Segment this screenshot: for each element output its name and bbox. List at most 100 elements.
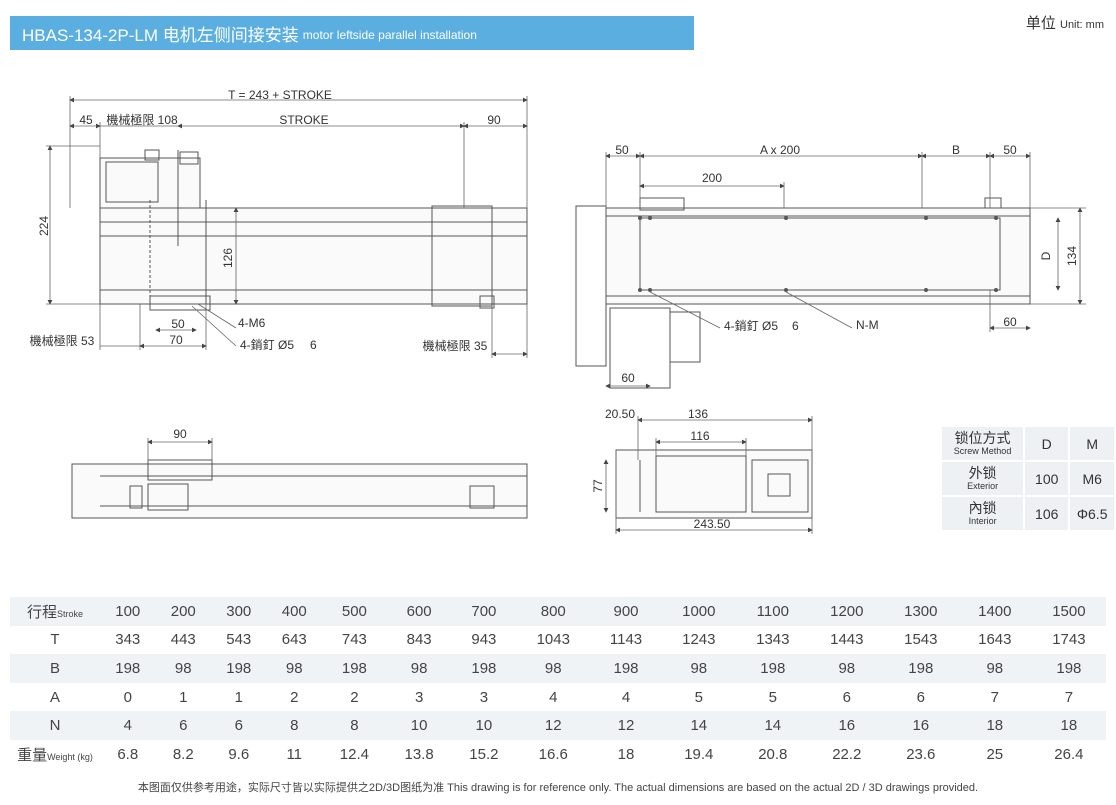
limit-top: 機械極限 108 bbox=[106, 112, 178, 127]
spec-cell: 8 bbox=[322, 711, 387, 740]
spec-cell: 700 bbox=[451, 597, 517, 626]
spec-cell: 98 bbox=[386, 654, 452, 683]
spec-cell: 443 bbox=[170, 631, 196, 649]
lock-method-interior: 內锁 Interior bbox=[942, 497, 1024, 530]
dim-right-offset: 90 bbox=[487, 113, 501, 127]
spec-cell: 343 bbox=[115, 631, 141, 649]
spec-cell: 943 bbox=[471, 631, 497, 649]
spec-cell: 6 bbox=[842, 688, 851, 706]
spec-row-label: N bbox=[10, 711, 100, 740]
limit-right: 機械極限 35 bbox=[423, 338, 488, 353]
lock-method-exterior: 外锁 Exterior bbox=[942, 462, 1024, 495]
spec-cell: 18 bbox=[617, 745, 635, 763]
spec-cell: 198 bbox=[100, 654, 156, 683]
spec-cell: 0 bbox=[123, 688, 132, 706]
dim-d: D bbox=[1039, 251, 1053, 260]
title-banner: HBAS-134-2P-LM 电机左侧间接安装 motor leftside p… bbox=[10, 16, 694, 50]
dim-200: 200 bbox=[702, 171, 722, 185]
spec-cell: 26.4 bbox=[1054, 745, 1084, 763]
unit-label: 单位 Unit: mm bbox=[1026, 12, 1104, 33]
spec-cell: 4 bbox=[621, 688, 631, 706]
spec-cell: 1143 bbox=[609, 631, 643, 649]
spec-cell: 1443 bbox=[830, 631, 864, 649]
unit-en: Unit: mm bbox=[1060, 19, 1104, 31]
end-view bbox=[615, 449, 813, 519]
spec-cell: 11 bbox=[286, 745, 303, 763]
spec-cell: 7 bbox=[1064, 688, 1074, 706]
spec-cell: 5 bbox=[694, 688, 703, 706]
dim-60-right: 60 bbox=[1003, 315, 1017, 329]
top-view bbox=[575, 197, 1031, 389]
dim-116: 116 bbox=[690, 429, 709, 443]
spec-label-main: T bbox=[50, 631, 60, 649]
spec-label-main: 重量 bbox=[17, 746, 48, 764]
spec-cell: 16 bbox=[809, 711, 884, 740]
pin-top: 4-銷釘 Ø5 bbox=[724, 318, 778, 333]
title-main: HBAS-134-2P-LM 电机左侧间接安装 bbox=[22, 25, 299, 45]
spec-cell: 500 bbox=[322, 597, 387, 626]
spec-cell: 7 bbox=[990, 688, 999, 706]
title-sub: motor leftside parallel installation bbox=[302, 28, 477, 42]
spec-cell: 22.2 bbox=[832, 745, 862, 763]
spec-cell: 1400 bbox=[957, 597, 1032, 626]
lock-exterior-en: Exterior bbox=[967, 481, 999, 491]
spec-cell: 800 bbox=[516, 597, 591, 626]
dim-2050: 20.50 bbox=[605, 407, 635, 421]
front-view bbox=[71, 459, 528, 519]
spec-label-sub: Stroke bbox=[57, 608, 84, 619]
spec-cell: 3 bbox=[479, 688, 489, 706]
spec-cell: 10 bbox=[386, 711, 452, 740]
lock-row-exterior: 外锁 Exterior 100 M6 bbox=[942, 462, 1114, 495]
nm-label: N-M bbox=[856, 318, 879, 332]
lock-header-row: 锁位方式 Screw Method D M bbox=[942, 427, 1114, 460]
lock-exterior-d: 100 bbox=[1025, 462, 1069, 495]
spec-cell: 18 bbox=[1031, 711, 1106, 740]
spec-label-main: A bbox=[49, 688, 60, 706]
lock-header-cn: 锁位方式 bbox=[954, 430, 1011, 446]
dim-77: 77 bbox=[591, 479, 605, 493]
spec-label-main: 行程 bbox=[26, 603, 57, 621]
spec-label-sub: Weight (kg) bbox=[47, 751, 93, 762]
spec-cell: 16.6 bbox=[538, 745, 568, 763]
lock-interior-en: Interior bbox=[968, 516, 997, 526]
spec-cell: 23.6 bbox=[906, 745, 936, 763]
hole-m6: 4-M6 bbox=[238, 316, 266, 330]
spec-cell: 8.2 bbox=[172, 745, 194, 763]
spec-cell: 2 bbox=[350, 688, 359, 706]
spec-cell: 1643 bbox=[978, 631, 1012, 649]
lock-header-d: D bbox=[1025, 427, 1069, 460]
spec-cell: 300 bbox=[211, 597, 267, 626]
dim-height: 224 bbox=[37, 216, 51, 236]
spec-label-main: B bbox=[49, 659, 60, 677]
spec-cell: 100 bbox=[100, 597, 156, 626]
dim-136: 136 bbox=[688, 407, 708, 421]
spec-cell: 18 bbox=[957, 711, 1032, 740]
spec-cell: 1743 bbox=[1052, 631, 1086, 649]
side-view bbox=[99, 149, 528, 311]
dim-90-front: 90 bbox=[173, 427, 187, 441]
lock-header-method: 锁位方式 Screw Method bbox=[942, 427, 1024, 460]
lock-interior-d: 106 bbox=[1025, 497, 1069, 530]
spec-cell: 743 bbox=[341, 631, 367, 649]
dim-50-side: 50 bbox=[171, 317, 185, 331]
spec-cell: 6 bbox=[155, 711, 211, 740]
spec-cell: 400 bbox=[266, 597, 322, 626]
spec-cell: 643 bbox=[281, 631, 307, 649]
dim-134: 134 bbox=[1065, 246, 1079, 266]
pin-side: 4-銷釘 Ø5 bbox=[240, 337, 294, 352]
spec-cell: 98 bbox=[155, 654, 211, 683]
dim-total-length: T = 243 + STROKE bbox=[228, 88, 332, 102]
spec-cell: 900 bbox=[590, 597, 662, 626]
dim-24350: 243.50 bbox=[694, 517, 731, 531]
lock-exterior-m: M6 bbox=[1070, 462, 1114, 495]
spec-cell: 98 bbox=[957, 654, 1032, 683]
spec-cell: 14 bbox=[735, 711, 810, 740]
spec-cell: 12 bbox=[590, 711, 662, 740]
spec-row-label: 重量Weight (kg) bbox=[10, 740, 100, 769]
spec-cell: 98 bbox=[809, 654, 884, 683]
